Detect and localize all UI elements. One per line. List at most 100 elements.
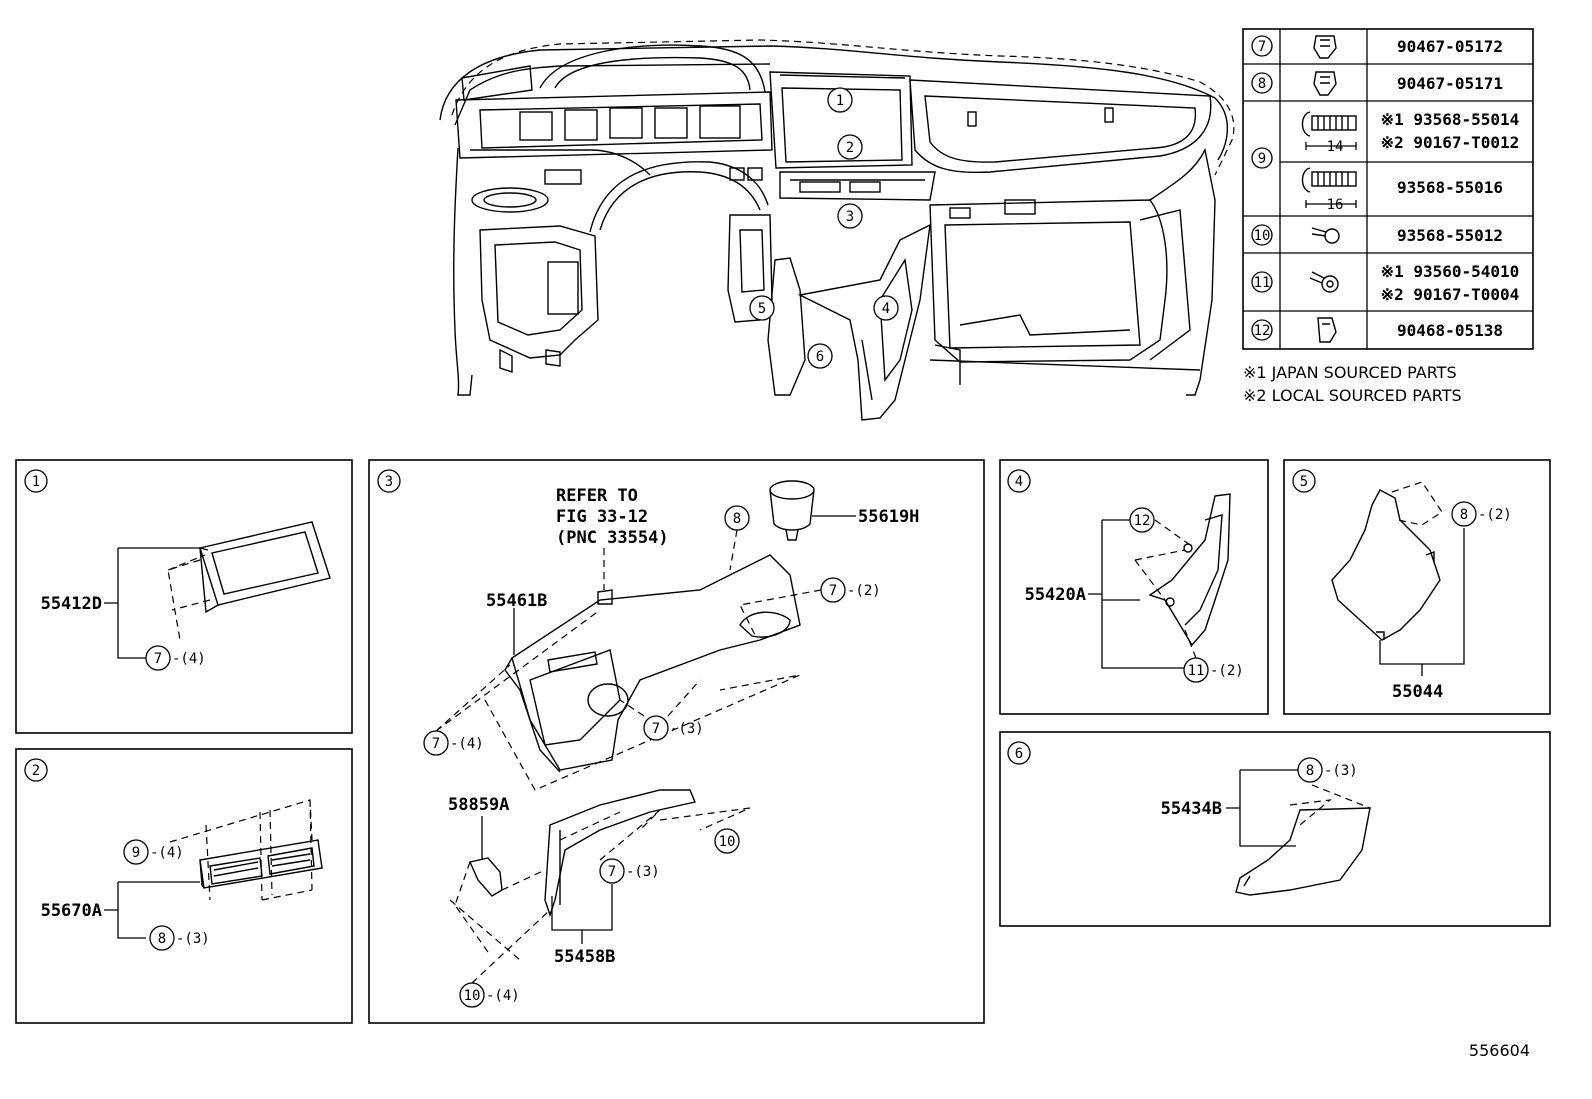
fastener-callout-10[interactable]	[714, 828, 740, 854]
overview-callouts: 1 2 3 4 5 6	[749, 87, 899, 369]
svg-text:-(3): -(3)	[670, 721, 704, 737]
svg-text:7: 7	[432, 736, 440, 752]
detail-panel-6: 6 55434B 8 -(3)	[999, 731, 1551, 927]
overview-callout-4[interactable]	[873, 295, 899, 321]
svg-text:-(3): -(3)	[1324, 763, 1358, 779]
svg-text:-(4): -(4)	[172, 651, 206, 667]
fastener-callout-8[interactable]	[1451, 501, 1477, 527]
refer-to-note: REFER TO	[556, 486, 638, 506]
part-55434B[interactable]: 55434B	[1161, 799, 1222, 819]
part-55458B[interactable]: 55458B	[554, 947, 615, 967]
svg-text:7: 7	[1258, 39, 1266, 55]
vent-bezel-drawing	[199, 521, 331, 614]
svg-text:9: 9	[1258, 151, 1266, 167]
svg-text:12: 12	[1134, 513, 1151, 529]
overview-callout-5[interactable]	[749, 295, 775, 321]
refer-fig: FIG 33-12	[556, 507, 648, 527]
cup-holder-drawing	[769, 480, 815, 541]
svg-text:-(2): -(2)	[1478, 507, 1512, 523]
svg-text:※2 90167-T0012: ※2 90167-T0012	[1381, 133, 1520, 152]
svg-text:7: 7	[652, 721, 660, 737]
part-55044[interactable]: 55044	[1392, 682, 1443, 702]
svg-text:1: 1	[836, 93, 844, 109]
svg-text:7: 7	[829, 583, 837, 599]
svg-text:6: 6	[816, 349, 824, 365]
svg-text:8: 8	[1460, 507, 1468, 523]
clip-icon	[1313, 71, 1337, 96]
svg-text:93568-55016: 93568-55016	[1397, 178, 1503, 197]
svg-text:-(2): -(2)	[1210, 663, 1244, 679]
svg-text:7: 7	[608, 864, 616, 880]
svg-text:※1 93560-54010: ※1 93560-54010	[1381, 262, 1520, 281]
detail-panel-4: 4 55420A 12 11 -(2)	[999, 459, 1269, 715]
table-row: 10 93568-55012	[1251, 224, 1503, 246]
table-row: 11 ※1 93560-54010 ※2 90167-T0004	[1251, 262, 1520, 304]
svg-text:90467-05171: 90467-05171	[1397, 74, 1503, 93]
svg-text:8: 8	[733, 511, 741, 527]
dashboard-overview-drawing	[439, 39, 1235, 421]
svg-text:5: 5	[1300, 474, 1308, 490]
svg-text:4: 4	[1015, 474, 1023, 490]
part-55420A[interactable]: 55420A	[1025, 585, 1086, 605]
screw-icon	[1311, 227, 1340, 244]
lower-panel-drawing	[504, 554, 801, 773]
fastener-table: 7 90467-05172 8 90467-05171 9 14 ※1 9356…	[1242, 28, 1534, 350]
detail-panel-3: 3 REFER TO FIG 33-12 (PNC 33554) 55619H …	[368, 459, 985, 1024]
fastener-callout-12[interactable]	[1129, 507, 1155, 533]
overview-callout-6[interactable]	[807, 343, 833, 369]
fastener-callout-7[interactable]	[643, 715, 669, 741]
detail-panel-1: 1 55412D 7 -(4)	[15, 459, 353, 734]
note-local-sourced: ※2 LOCAL SOURCED PARTS	[1243, 386, 1462, 405]
table-row: 7 90467-05172	[1251, 35, 1503, 59]
clip-icon	[1317, 317, 1337, 343]
svg-text:10: 10	[1254, 228, 1271, 244]
overview-callout-2[interactable]	[837, 134, 863, 160]
svg-text:6: 6	[1015, 746, 1023, 762]
detail-panel-2: 2 55670A 9 -(4) 8 -(3)	[15, 748, 353, 1024]
svg-text:※1 93568-55014: ※1 93568-55014	[1381, 110, 1520, 129]
svg-text:-(4): -(4)	[450, 736, 484, 752]
push-clip-icon	[1301, 111, 1357, 150]
svg-text:90468-05138: 90468-05138	[1397, 321, 1503, 340]
svg-text:8: 8	[1306, 763, 1314, 779]
svg-text:8: 8	[1258, 76, 1266, 92]
note-japan-sourced: ※1 JAPAN SOURCED PARTS	[1243, 363, 1457, 382]
overview-callout-1[interactable]	[827, 87, 853, 113]
part-55670A[interactable]: 55670A	[41, 901, 102, 921]
svg-text:9: 9	[132, 845, 140, 861]
fastener-callout-9[interactable]	[123, 839, 149, 865]
svg-text:-(3): -(3)	[176, 931, 210, 947]
svg-text:8: 8	[158, 931, 166, 947]
part-55619H[interactable]: 55619H	[858, 507, 919, 527]
part-55461B[interactable]: 55461B	[486, 591, 547, 611]
detail-panel-5: 5 55044 8 -(2)	[1283, 459, 1551, 715]
svg-text:-(4): -(4)	[150, 845, 184, 861]
fastener-callout-7[interactable]	[599, 858, 625, 884]
refer-pnc: (PNC 33554)	[556, 528, 669, 548]
svg-text:11: 11	[1254, 275, 1271, 291]
part-58859A[interactable]: 58859A	[448, 795, 509, 815]
svg-text:-(4): -(4)	[486, 988, 520, 1004]
fastener-callout-8[interactable]	[149, 925, 175, 951]
fastener-callout-8[interactable]	[1297, 757, 1323, 783]
table-row: 9 14 ※1 93568-55014 ※2 90167-T0012 16 93…	[1251, 110, 1520, 213]
svg-text:3: 3	[385, 474, 393, 490]
overview-callout-3[interactable]	[837, 203, 863, 229]
knee-panel-drawing	[1331, 489, 1441, 641]
figure-number: 556604	[1469, 1041, 1530, 1060]
svg-text:-(3): -(3)	[626, 864, 660, 880]
svg-text:93568-55012: 93568-55012	[1397, 226, 1503, 245]
svg-text:14: 14	[1327, 139, 1344, 155]
table-row: 8 90467-05171	[1251, 71, 1503, 96]
part-55412D[interactable]: 55412D	[41, 594, 102, 614]
lower-garnish-drawing	[544, 789, 696, 918]
fastener-callout-7[interactable]	[145, 645, 171, 671]
bracket-drawing	[469, 857, 503, 897]
under-cover-drawing	[1235, 807, 1371, 896]
svg-text:7: 7	[154, 651, 162, 667]
svg-text:1: 1	[32, 474, 40, 490]
svg-text:5: 5	[758, 301, 766, 317]
table-row: 12 90468-05138	[1251, 317, 1503, 343]
svg-text:2: 2	[846, 140, 854, 156]
